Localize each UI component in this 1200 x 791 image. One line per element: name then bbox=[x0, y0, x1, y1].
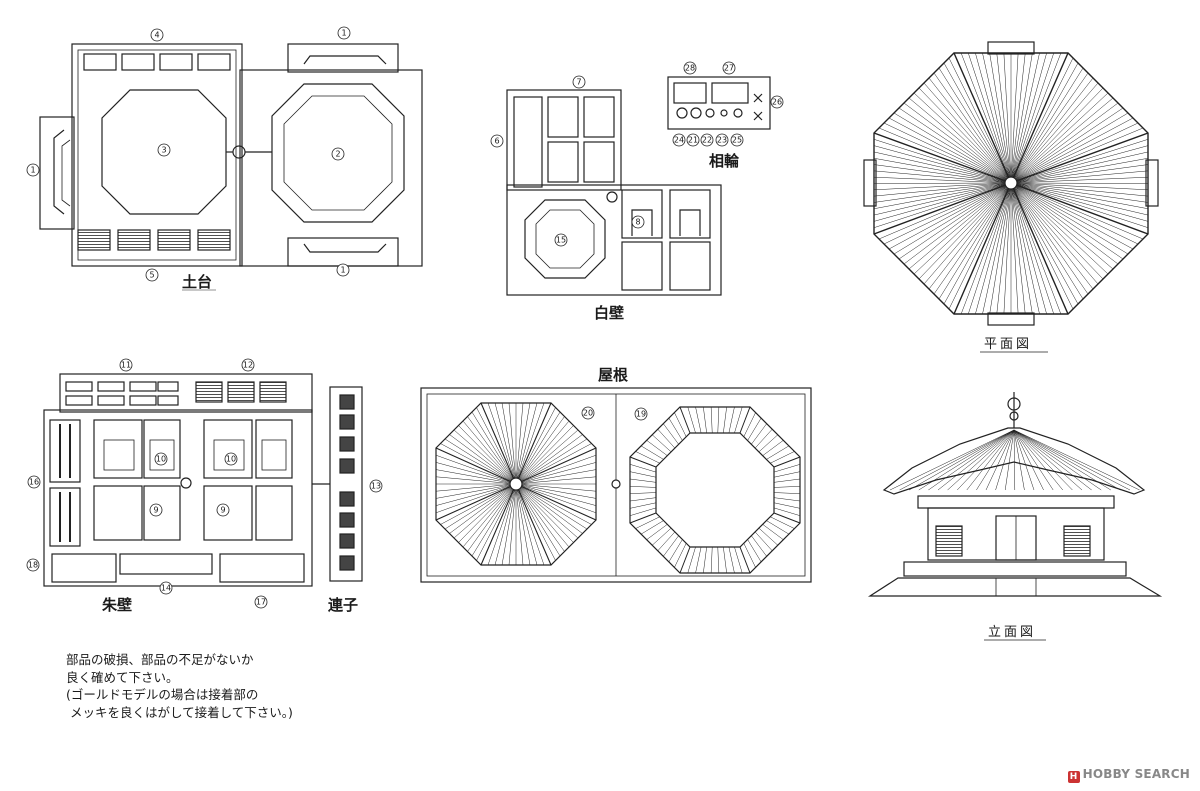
part-number-26: 26 bbox=[772, 98, 782, 107]
part-number-25: 25 bbox=[732, 136, 742, 145]
watermark-text: HOBBY SEARCH bbox=[1082, 767, 1190, 781]
renji-sprue bbox=[312, 386, 363, 582]
part-number-5: 5 bbox=[149, 271, 154, 280]
part-number-14: 14 bbox=[161, 584, 171, 593]
part-number-22: 22 bbox=[702, 136, 712, 145]
yane-title: 屋根 bbox=[598, 366, 628, 384]
part-number-16: 16 bbox=[29, 478, 39, 487]
note-line: (ゴールドモデルの場合は接着部の bbox=[66, 687, 259, 702]
part-number-27: 27 bbox=[724, 64, 734, 73]
elevation-caption: 立面図 bbox=[988, 625, 1036, 640]
part-number-3: 3 bbox=[161, 146, 166, 155]
renji-title: 連子 bbox=[328, 596, 358, 614]
elevation-view bbox=[867, 392, 1163, 641]
part-number-2: 2 bbox=[335, 150, 340, 159]
part-number-12: 12 bbox=[243, 361, 253, 370]
shirakabe-title: 白壁 bbox=[594, 304, 624, 322]
plan-view-roof bbox=[863, 41, 1159, 353]
part-number-19: 19 bbox=[636, 410, 646, 419]
shukabe-title: 朱壁 bbox=[102, 596, 132, 614]
part-number-10: 10 bbox=[156, 455, 166, 464]
note-line: 部品の破損、部品の不足がないか bbox=[66, 652, 254, 667]
shirakabe-sprue bbox=[506, 89, 722, 296]
part-number-20: 20 bbox=[583, 409, 593, 418]
part-number-13: 13 bbox=[371, 482, 381, 491]
part-number-21: 21 bbox=[688, 136, 698, 145]
hobby-search-logo-icon: H bbox=[1067, 771, 1080, 783]
part-number-1: 1 bbox=[30, 166, 35, 175]
part-number-28: 28 bbox=[685, 64, 695, 73]
dodai-title: 土台 bbox=[182, 273, 212, 291]
part-number-23: 23 bbox=[717, 136, 727, 145]
part-number-9: 9 bbox=[220, 506, 225, 515]
part-number-6: 6 bbox=[494, 137, 499, 146]
part-number-7: 7 bbox=[576, 78, 581, 87]
part-number-18: 18 bbox=[28, 561, 38, 570]
part-number-4: 4 bbox=[154, 31, 159, 40]
note-line: メッキを良くはがして接着して下さい。) bbox=[66, 704, 293, 720]
part-number-8: 8 bbox=[635, 218, 640, 227]
part-number-17: 17 bbox=[256, 598, 266, 607]
part-number-11: 11 bbox=[121, 361, 131, 370]
shukabe-sprue bbox=[43, 373, 313, 587]
instruction-note: 部品の破損、部品の不足がないか 良く確めて下さい。 (ゴールドモデルの場合は接着… bbox=[66, 651, 293, 721]
dodai-sprue bbox=[39, 43, 423, 267]
note-line: 良く確めて下さい。 bbox=[66, 669, 179, 685]
part-number-1: 1 bbox=[340, 266, 345, 275]
sorin-title: 相輪 bbox=[709, 152, 740, 170]
sorin-sprue bbox=[667, 76, 771, 130]
yane-sprue bbox=[420, 387, 812, 583]
part-number-1: 1 bbox=[341, 29, 346, 38]
part-number-10: 10 bbox=[226, 455, 236, 464]
part-number-15: 15 bbox=[556, 236, 566, 245]
part-number-24: 24 bbox=[674, 136, 684, 145]
part-number-9: 9 bbox=[153, 506, 158, 515]
plan-view-caption: 平面図 bbox=[984, 337, 1032, 352]
